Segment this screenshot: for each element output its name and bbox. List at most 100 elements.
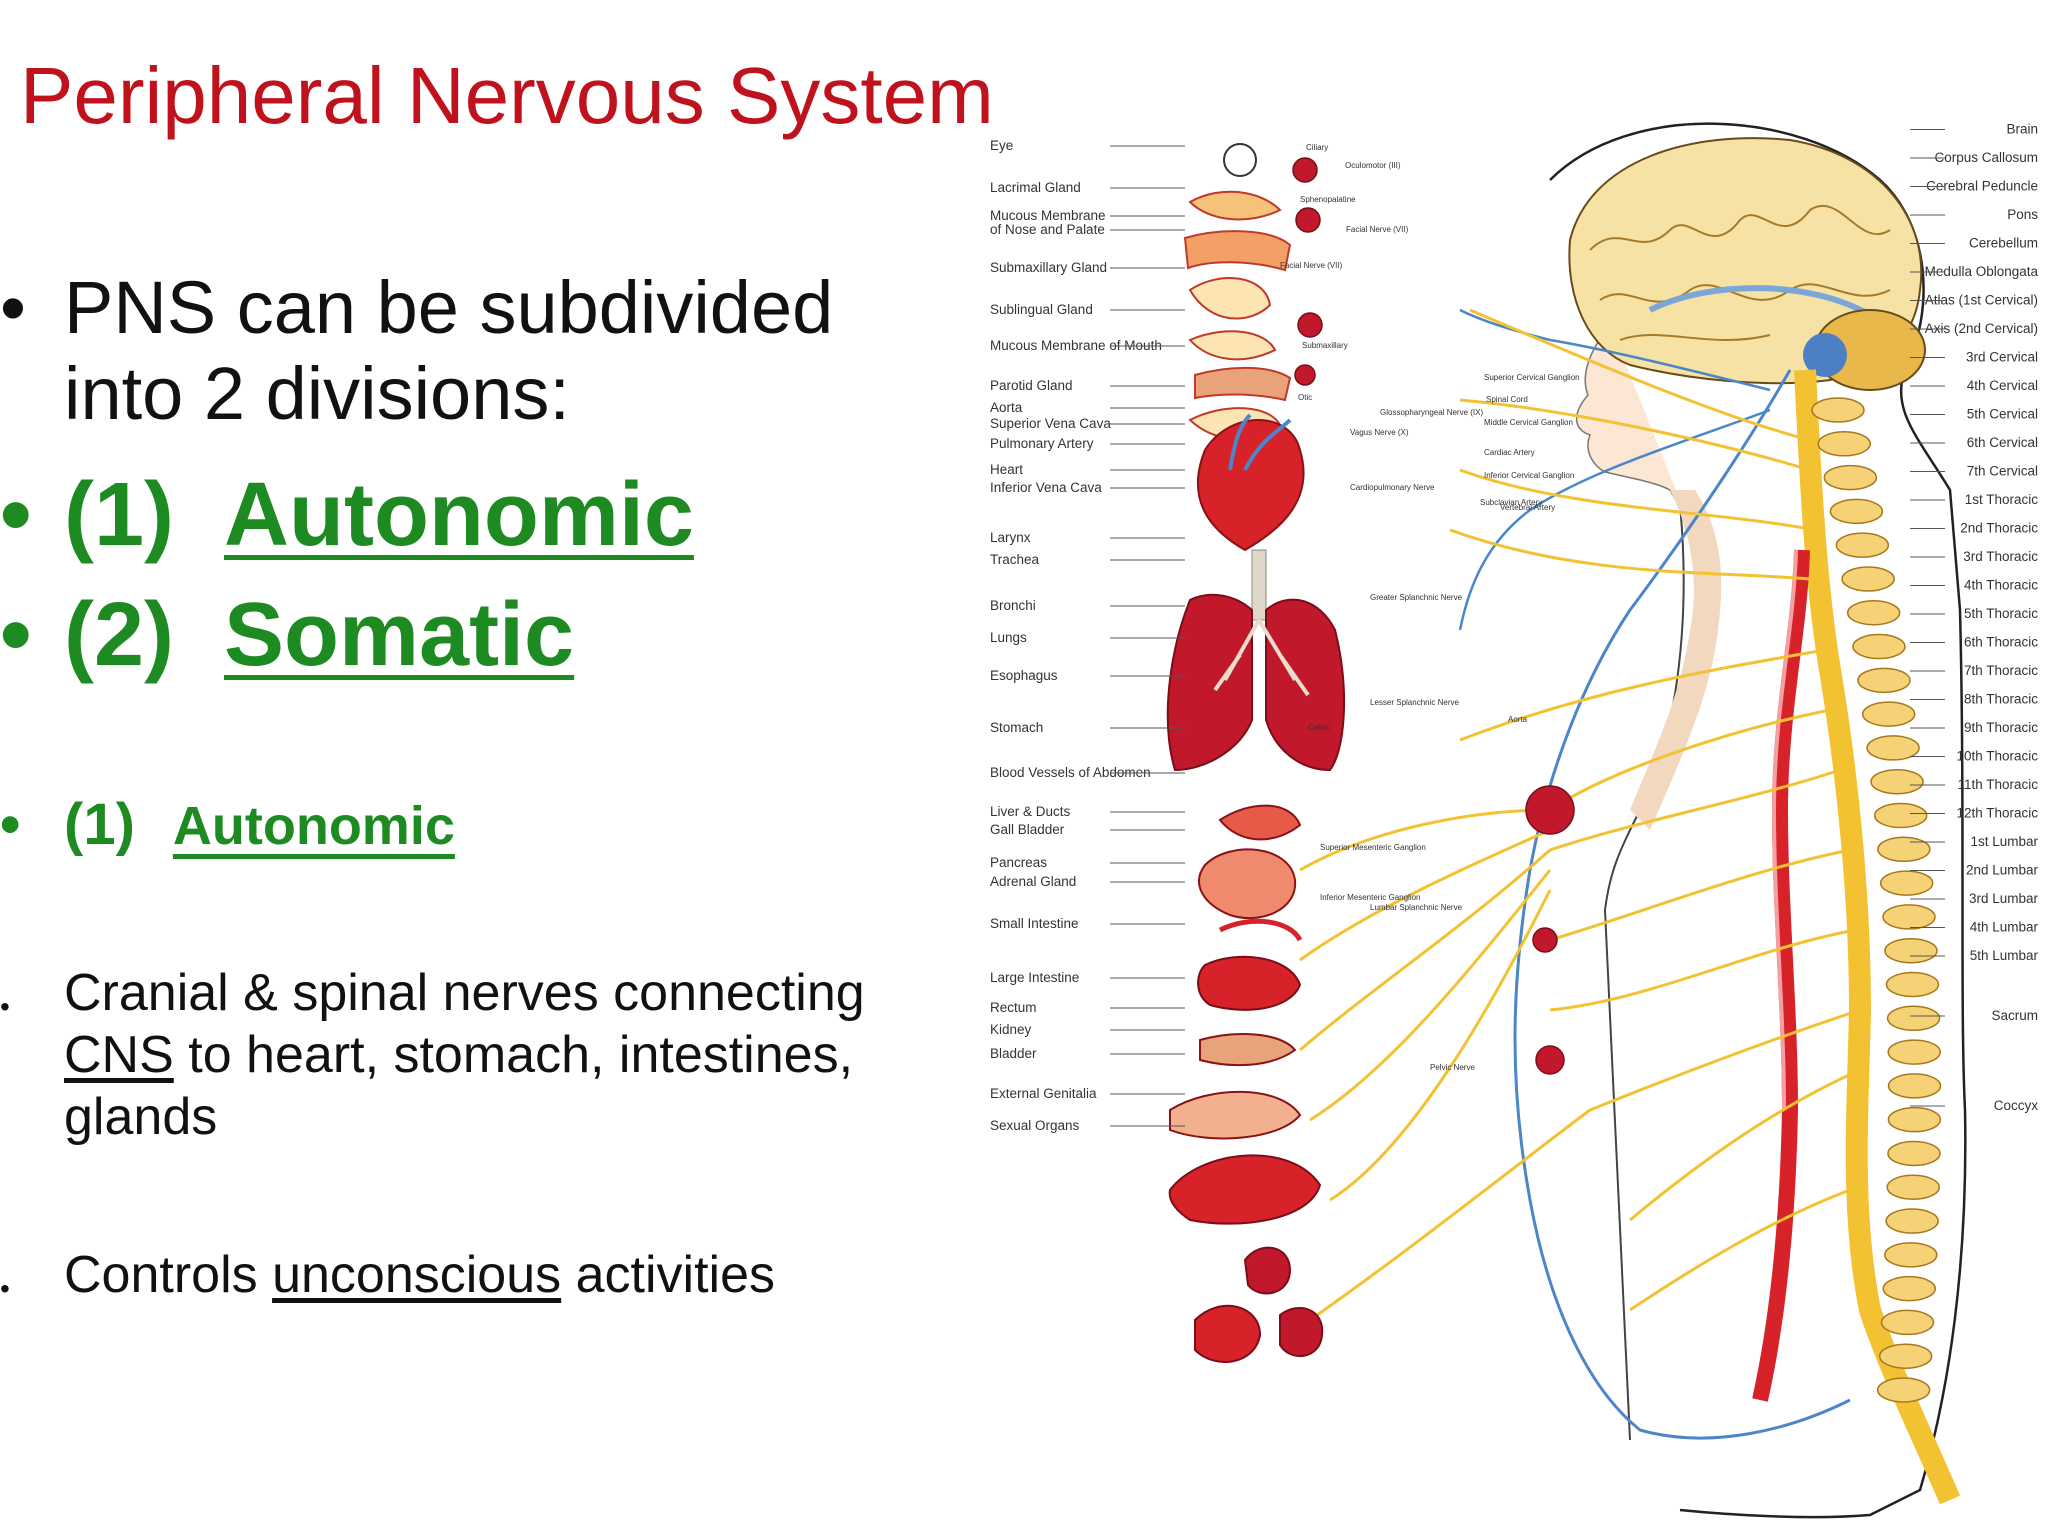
anatomy-label: 11th Thoracic [1957,777,2038,792]
unconscious-term: unconscious [272,1246,562,1304]
nerve-fiber [1309,1108,1591,1322]
vertebra [1877,836,1931,863]
anatomy-label: 5th Lumbar [1970,948,2039,963]
anatomy-label: 1st Thoracic [1965,492,2039,507]
organ-label: Larynx [990,530,1031,545]
anatomy-label: Coccyx [1994,1098,2039,1113]
anatomy-label: 8th Thoracic [1964,692,2038,707]
organ-label: Adrenal Gland [990,874,1076,889]
ganglion [1294,364,1316,386]
stomach [1198,848,1297,920]
vertebra [1823,464,1878,491]
organ-label: Mucous Membrane [990,208,1106,223]
nerve-fiber [1449,528,1821,582]
anatomy-label: 4th Lumbar [1970,920,2039,935]
vertebra [1885,971,1940,998]
nerve-label: Oculomotor (III) [1345,161,1401,170]
organ-label: Bronchi [990,598,1036,613]
nerve-label: Superior Mesenteric Ganglion [1320,843,1426,852]
nerve-label: Lesser Splanchnic Nerve [1370,698,1459,707]
organ-label: Sexual Organs [990,1118,1080,1133]
organ-label: Small Intestine [990,916,1079,931]
heart [1196,419,1305,552]
submaxillary-gland [1188,277,1272,320]
nerve-label: Facial Nerve (VII) [1346,225,1409,234]
organ-label: Lungs [990,630,1027,645]
anatomy-label: 6th Cervical [1967,435,2038,450]
autonomic-link[interactable]: Autonomic [224,465,694,565]
anatomy-label: 3rd Cervical [1966,350,2038,365]
vertebra [1884,1242,1938,1268]
organ-label: Large Intestine [990,970,1079,985]
bullet-dot: • [0,991,10,1022]
mouth-membrane [1194,366,1292,402]
organ-label: Submaxillary Gland [990,260,1107,275]
division-number: (1) [64,465,174,565]
vertebra [1857,667,1911,694]
kidney [1243,1246,1292,1295]
nerve-label: Cardiac Artery [1484,448,1535,457]
nerve-fiber [1299,808,1551,872]
nerve-label: Otic [1298,393,1312,402]
somatic-link[interactable]: Somatic [224,585,575,685]
organ-label: Bladder [990,1046,1037,1061]
autonomic-link-small[interactable]: Autonomic [172,796,455,856]
nerve-label: Superior Cervical Ganglion [1484,373,1580,382]
nerve-label: Submaxillary [1302,341,1348,350]
organ-label: Gall Bladder [990,822,1065,837]
anatomy-label: 9th Thoracic [1964,720,2038,735]
left-lung [1166,593,1253,772]
brain-folds [1589,204,1891,341]
large-intestine [1168,1154,1322,1225]
nasal-membrane [1183,230,1292,272]
slide-title: Peripheral Nervous System [20,51,994,140]
spinal-cord [1794,369,1961,1505]
sympathetic-nerves [1299,308,1861,1322]
nerve-label: Celiac [1308,723,1330,732]
vertebra [1870,768,1924,795]
genitalia [1279,1306,1324,1358]
anatomy-label: 12th Thoracic [1956,806,2038,821]
lacrimal-gland [1188,190,1282,221]
ganglion [1535,1045,1565,1075]
nerve-label: Inferior Mesenteric Ganglion [1320,893,1421,902]
nerve-fiber [1299,828,1551,962]
vertebra [1885,1208,1939,1234]
nerve-fiber [1549,768,1841,852]
nerve-fiber [1589,1008,1861,1112]
anatomy-label: Axis (2nd Cervical) [1925,321,2038,336]
aorta-highlight [1771,549,1798,1111]
organ-label: Superior Vena Cava [990,416,1111,431]
blue-nerve-branch [1459,308,1771,392]
vertebra [1882,1275,1937,1302]
anatomy-label: 1st Lumbar [1970,834,2038,849]
anatomy-label: Sacrum [1991,1008,2038,1023]
vagus-nerve [1513,369,1851,1440]
bullet-line: into 2 divisions: [64,352,570,435]
organ-label: Rectum [990,1000,1037,1015]
nerve-label: Subclavian Artery [1480,498,1542,507]
nerve-label: Lumbar Splanchnic Nerve [1370,903,1463,912]
bullet-line: PNS can be subdivided [64,266,834,349]
vertebra [1817,431,1871,457]
organ-label: Liver & Ducts [990,804,1071,819]
anatomy-label: Brain [2006,122,2038,137]
ganglion [1532,927,1558,953]
organ-label: Trachea [990,552,1040,567]
nerve-label: Cardiopulmonary Nerve [1350,483,1435,492]
vertebra [1861,701,1916,727]
blue-nerve-branch [1458,408,1771,631]
vertebra [1886,1174,1940,1200]
organ-label: Kidney [990,1022,1032,1037]
nerve-label: Aorta [1508,715,1528,724]
vertebra [1835,532,1890,558]
vertebra [1879,870,1934,896]
liver [1197,955,1302,1011]
nerve-fiber [1549,928,1856,1012]
vertebra [1876,1377,1931,1403]
nerve-fiber [1299,848,1551,1052]
division-number: (1) [64,792,135,857]
vertebra [1880,1309,1935,1336]
